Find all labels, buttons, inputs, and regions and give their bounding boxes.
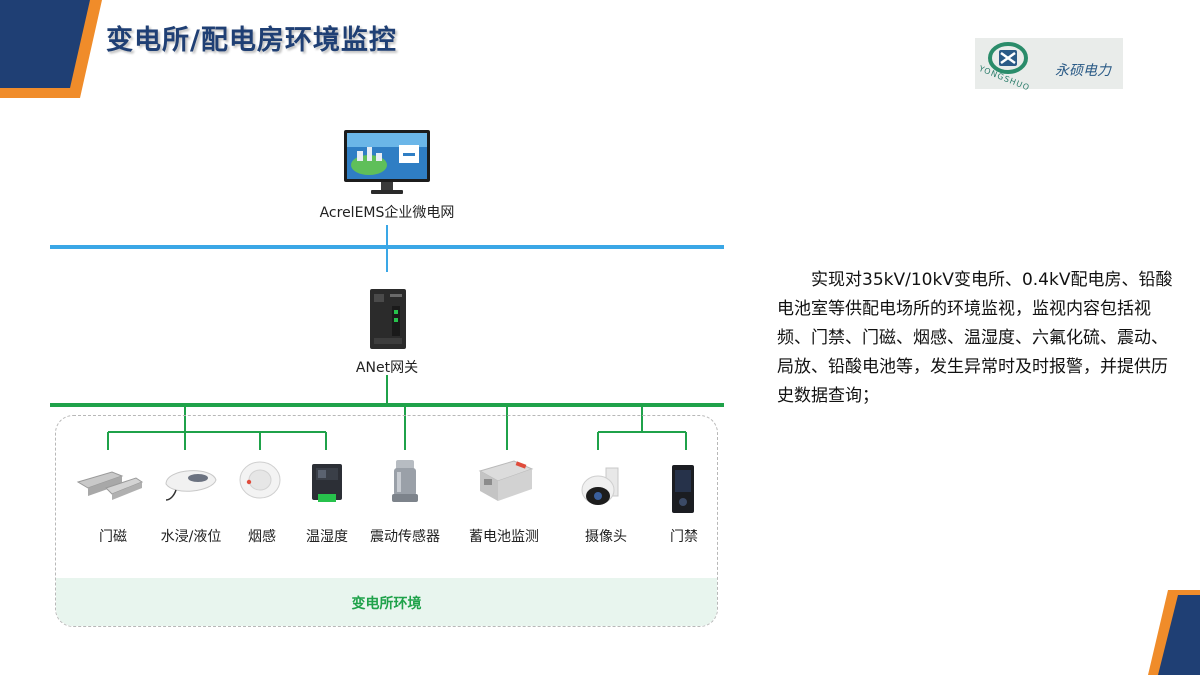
smoke-detector-icon <box>239 461 281 499</box>
gateway-label: ANet网关 <box>355 360 419 376</box>
environment-label: 变电所环境 <box>351 596 422 612</box>
yongshuo-logo-icon <box>988 42 1028 74</box>
environment-footer <box>56 578 717 626</box>
vibration-sensor-icon <box>392 460 418 502</box>
battery-monitor-icon <box>478 460 534 501</box>
access-control-icon <box>672 465 694 513</box>
camera-icon <box>581 467 619 505</box>
logo-name: 永硕电力 <box>1055 63 1111 79</box>
device-label-vibration-sensor: 震动传感器 <box>370 529 440 545</box>
device-label-water-sensor: 水浸/液位 <box>160 529 222 545</box>
door-magnet-icon <box>76 471 144 500</box>
platform-label: AcrelEMS企业微电网 <box>319 205 455 221</box>
device-label-door-magnet: 门磁 <box>99 529 127 545</box>
device-label-access-control: 门禁 <box>670 529 698 545</box>
device-label-smoke-detector: 烟感 <box>248 529 276 545</box>
gateway-device-icon <box>370 289 406 349</box>
monitor-icon <box>344 130 430 194</box>
temp-humidity-icon <box>312 464 342 502</box>
description-text: 实现对35kV/10kV变电所、0.4kV配电房、铅酸电池室等供配电场所的环境监… <box>777 266 1177 411</box>
page-title: 变电所/配电房环境监控 <box>106 25 397 56</box>
environment-panel <box>55 415 718 627</box>
device-label-battery-monitor: 蓄电池监测 <box>469 529 539 545</box>
device-label-temp-humidity: 温湿度 <box>306 529 348 545</box>
description-paragraph: 实现对35kV/10kV变电所、0.4kV配电房、铅酸电池室等供配电场所的环境监… <box>777 270 1173 406</box>
corner-decoration-top-left <box>0 0 102 98</box>
topology-lines <box>50 225 724 450</box>
device-label-camera: 摄像头 <box>585 529 627 545</box>
corner-decoration-bottom-right <box>1148 590 1200 675</box>
water-sensor-icon <box>165 470 217 501</box>
